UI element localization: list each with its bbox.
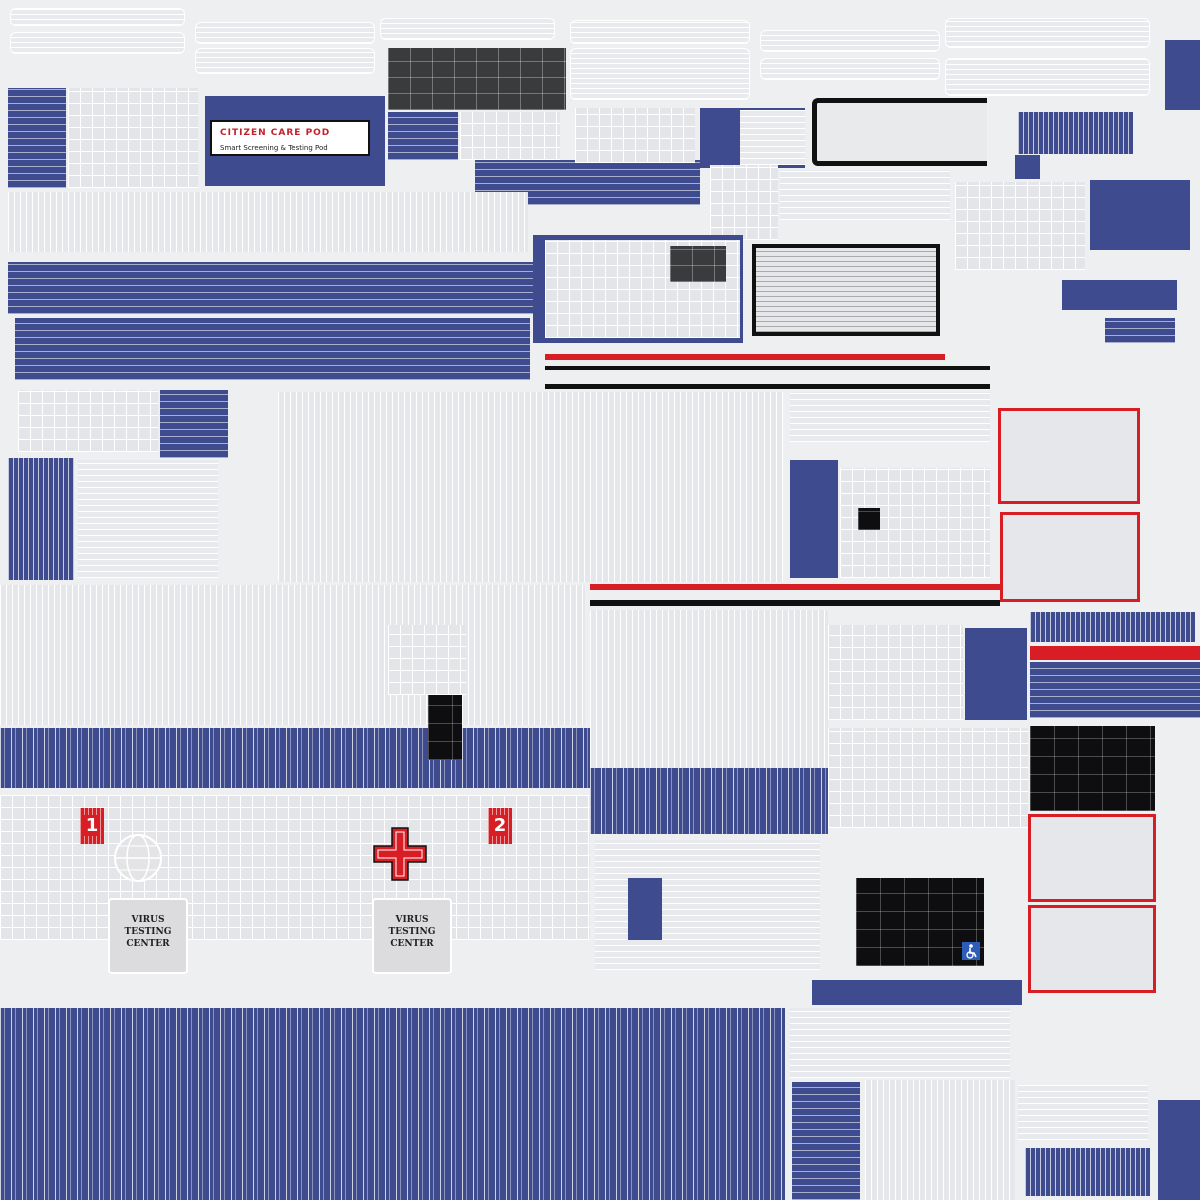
grey-panel: [595, 840, 820, 970]
top-panel: [10, 32, 185, 54]
center-number-1: 1: [80, 808, 104, 844]
red-frame-panel: [1028, 905, 1156, 993]
grey-panel: [828, 728, 1028, 828]
black-outline-frame: [812, 98, 987, 166]
navy-slat-band: [590, 768, 828, 834]
black-strip: [545, 384, 990, 389]
navy-panel: [8, 458, 74, 580]
center-number-2: 2: [488, 808, 512, 844]
virus-testing-center-sign: VIRUS TESTING CENTER: [372, 898, 452, 974]
red-frame-panel: [1028, 814, 1156, 902]
red-strip: [590, 584, 1000, 590]
red-strip: [545, 354, 945, 360]
navy-panel: [1025, 1148, 1150, 1196]
black-window: [1030, 726, 1155, 811]
navy-panel: [1105, 318, 1175, 343]
virus-testing-center-label: VIRUS TESTING CENTER: [388, 915, 436, 949]
navy-panel: [1030, 662, 1200, 718]
navy-panel: [1090, 180, 1190, 250]
grey-panel: [18, 390, 158, 452]
grey-slat-band: [0, 585, 585, 725]
navy-panel: [1015, 155, 1040, 179]
navy-panel: [475, 160, 700, 205]
navy-frame: [790, 460, 838, 578]
grey-band: [8, 192, 528, 252]
top-panel: [570, 48, 750, 100]
top-panel: [945, 58, 1150, 96]
grey-panel: [790, 1008, 1010, 1078]
virus-testing-center-sign: VIRUS TESTING CENTER: [108, 898, 188, 974]
red-strip: [1030, 646, 1200, 660]
navy-panel: [812, 980, 1022, 1005]
grey-panel: [828, 625, 963, 720]
navy-panel: [388, 112, 458, 160]
top-panel: [10, 8, 185, 26]
black-outline-frame: [752, 244, 940, 336]
navy-band: [8, 262, 533, 314]
navy-panel: [792, 1082, 860, 1200]
navy-panel: [8, 88, 66, 188]
medical-cross-icon: [373, 827, 427, 881]
black-block: [428, 690, 462, 760]
grey-panel: [955, 182, 1085, 270]
grey-panel: [790, 392, 990, 442]
navy-panel: [1158, 1100, 1200, 1200]
grey-slat-band: [590, 610, 828, 768]
grey-panel: [780, 170, 950, 220]
navy-slat-panel: [0, 1008, 785, 1200]
top-panel: [570, 20, 750, 44]
navy-panel: [628, 878, 662, 940]
grey-panel: [1018, 1085, 1148, 1140]
black-strip: [545, 366, 990, 370]
grey-panel: [460, 112, 560, 160]
top-panel: [760, 58, 940, 80]
top-panel: [380, 18, 555, 40]
sign-title: CITIZEN CARE POD: [220, 128, 331, 138]
navy-panel: [1030, 612, 1195, 642]
sign-subtitle: Smart Screening & Testing Pod: [220, 144, 328, 152]
grey-slat-panel: [278, 392, 783, 582]
red-frame-panel: [998, 408, 1140, 504]
grey-panel: [575, 108, 695, 163]
navy-panel: [965, 628, 1027, 720]
grey-panel: [865, 1080, 1015, 1200]
grey-panel: [78, 460, 218, 578]
grey-panel: [740, 110, 805, 165]
grey-panel: [68, 88, 198, 188]
grey-panel: [710, 165, 778, 240]
globe-icon: [114, 834, 162, 882]
navy-panel: [160, 390, 228, 458]
navy-panel: [1018, 112, 1133, 154]
black-window: [858, 508, 880, 530]
dark-panel: [670, 246, 726, 282]
red-frame-panel: [1000, 512, 1140, 602]
top-panel: [195, 48, 375, 74]
citizen-care-pod-sign: CITIZEN CARE POD Smart Screening & Testi…: [210, 120, 370, 156]
navy-slat-band: [0, 728, 590, 788]
dark-grid-panel: [388, 48, 566, 110]
navy-panel: [1062, 280, 1177, 310]
navy-band: [15, 318, 530, 380]
accessibility-icon: [962, 942, 980, 960]
grey-panel: [388, 625, 466, 695]
top-panel: [945, 18, 1150, 48]
black-strip: [590, 600, 1000, 606]
virus-testing-center-label: VIRUS TESTING CENTER: [124, 915, 172, 949]
top-panel: [195, 22, 375, 44]
navy-corner: [1165, 40, 1200, 110]
top-panel: [760, 30, 940, 52]
